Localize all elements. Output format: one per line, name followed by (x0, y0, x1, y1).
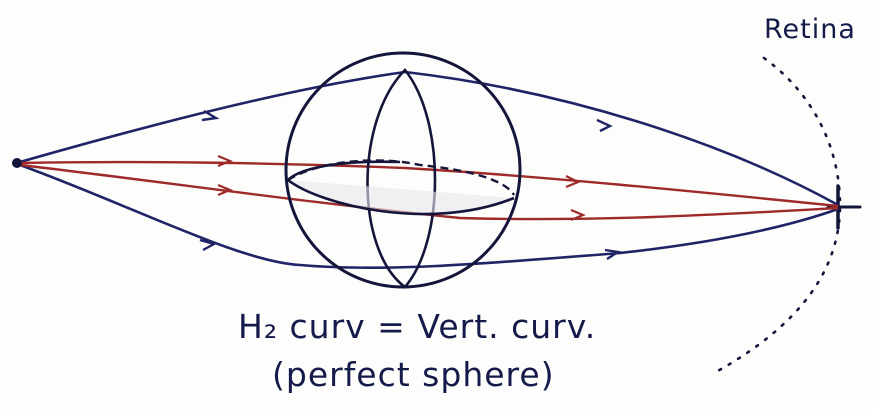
upper-blue-ray (19, 70, 839, 207)
caption-line-2: (perfect sphere) (272, 355, 555, 394)
arrowhead-upper-blue-left (201, 109, 220, 122)
upper-red-ray (19, 160, 839, 208)
arrowhead-lower-blue-right (604, 248, 622, 261)
arrowhead-upper-blue-right (596, 118, 613, 133)
caption-line-1: H₂ curv = Vert. curv. (238, 307, 596, 346)
point-source-dot (12, 158, 22, 168)
vertical-meridian (366, 68, 437, 289)
retina-label: Retina (764, 14, 856, 45)
arrowhead-lower-red-left (217, 183, 233, 197)
horizontal-equator-front (287, 178, 515, 216)
sphere-outline (284, 51, 522, 289)
lower-red-ray (19, 163, 839, 221)
horizontal-equator-back (287, 159, 516, 196)
arrowhead-upper-red-right (565, 175, 581, 189)
horizontal-equator-left-arc (287, 160, 401, 181)
lower-blue-ray (19, 163, 839, 270)
arrowhead-lower-blue-left (199, 238, 218, 252)
arrowhead-lower-red-right (570, 208, 586, 222)
arrowhead-upper-red-left (217, 154, 233, 168)
